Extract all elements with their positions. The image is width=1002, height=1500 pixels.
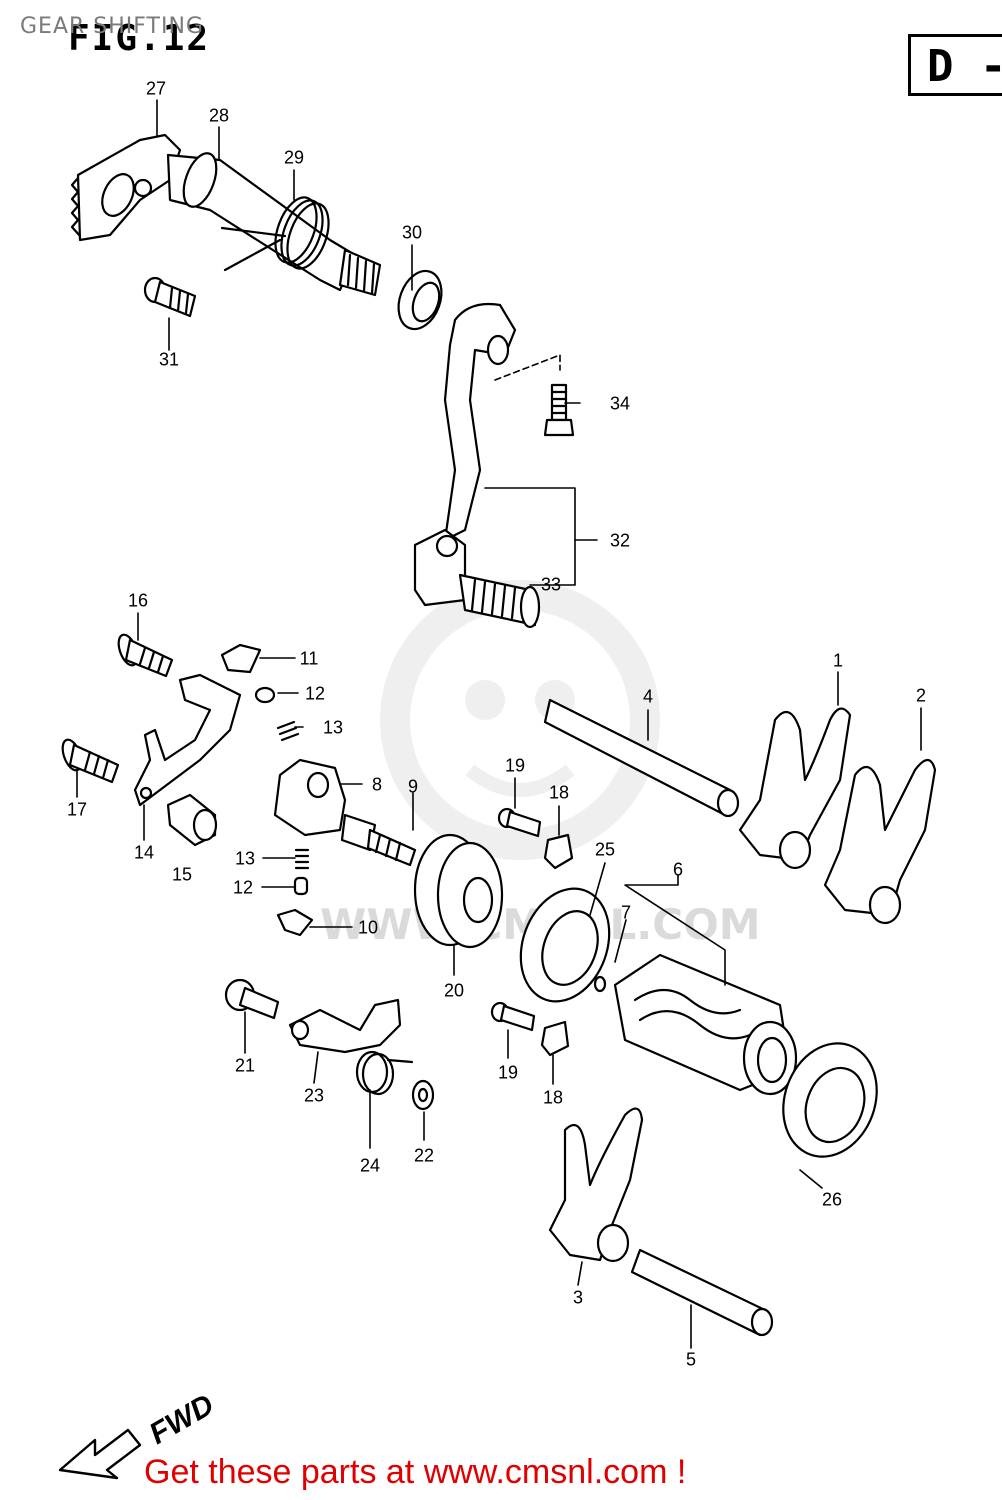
part-12-pin-lower [293, 876, 309, 896]
callout-12-lower: 12 [232, 877, 254, 898]
callout-32: 32 [609, 530, 631, 551]
callout-13-lower: 13 [234, 848, 256, 869]
callout-17: 17 [66, 799, 88, 820]
fwd-arrow-icon [58, 1428, 142, 1480]
callout-13-upper: 13 [322, 717, 344, 738]
part-6-gearshift-cam [613, 953, 798, 1096]
callout-15: 15 [171, 864, 193, 885]
part-33-footrest-rubber [458, 573, 541, 629]
part-23-pawl-lifter [288, 998, 402, 1054]
part-24-spring [355, 1050, 414, 1096]
part-30-oil-seal [397, 269, 443, 331]
callout-28: 28 [208, 105, 230, 126]
section-box: D - [908, 34, 1002, 96]
callout-24: 24 [359, 1155, 381, 1176]
callout-23: 23 [303, 1085, 325, 1106]
callout-30: 30 [401, 222, 423, 243]
callout-34: 34 [609, 393, 631, 414]
part-2-shift-fork [823, 758, 937, 925]
part-4-fork-shaft [543, 698, 740, 818]
callout-10: 10 [357, 917, 379, 938]
part-19-bolt-lower [490, 1001, 536, 1032]
callout-19-upper: 19 [504, 755, 526, 776]
page-title: GEAR SHIFTING [20, 14, 204, 39]
part-16-screw [117, 633, 174, 678]
callout-8: 8 [371, 774, 383, 795]
part-8-gearshift-cam-stopper [273, 758, 347, 837]
callout-25: 25 [594, 839, 616, 860]
callout-16: 16 [127, 590, 149, 611]
part-18-retainer-upper [543, 833, 574, 870]
part-27-shift-arm [70, 133, 182, 242]
part-15-collar [166, 793, 218, 847]
callout-22: 22 [413, 1145, 435, 1166]
callout-3: 3 [572, 1287, 584, 1308]
callout-14: 14 [133, 842, 155, 863]
part-7-pin [593, 975, 607, 993]
callout-5: 5 [685, 1349, 697, 1370]
section-letter: D - [927, 41, 1002, 92]
part-29-return-spring [220, 196, 330, 272]
part-1-shift-fork [738, 707, 852, 870]
watermark-mascot [380, 580, 660, 860]
part-18-retainer-lower [540, 1020, 570, 1057]
callout-18-upper: 18 [548, 782, 570, 803]
part-21-bolt [224, 978, 280, 1020]
part-13-spring-lower [294, 848, 310, 870]
callout-20: 20 [443, 980, 465, 1001]
part-28-shift-shaft [166, 152, 382, 297]
part-9-stopper-bolt [340, 813, 417, 867]
part-20-cam-driven-gear [413, 833, 504, 949]
callout-18-lower: 18 [542, 1087, 564, 1108]
callout-27: 27 [145, 78, 167, 99]
buy-parts-link[interactable]: Get these parts at www.cmsnl.com ! [144, 1453, 687, 1491]
callout-31: 31 [158, 349, 180, 370]
part-32-shift-lever [413, 302, 517, 607]
part-22-washer [411, 1079, 435, 1111]
part-19-bolt-upper [497, 807, 542, 838]
callout-12-upper: 12 [304, 683, 326, 704]
part-17-screw [61, 738, 120, 784]
callout-6: 6 [672, 859, 684, 880]
callout-29: 29 [283, 147, 305, 168]
part-25-bearing [519, 887, 611, 1003]
callout-9: 9 [407, 776, 419, 797]
callout-1: 1 [832, 650, 844, 671]
leader-lines [76, 99, 922, 1349]
callout-26: 26 [821, 1189, 843, 1210]
part-13-spring [276, 720, 300, 742]
callout-33: 33 [540, 574, 562, 595]
callout-11: 11 [299, 648, 319, 669]
callout-2: 2 [915, 685, 927, 706]
callout-4: 4 [642, 686, 654, 707]
callout-19-lower: 19 [497, 1062, 519, 1083]
part-14-stopper-plate [133, 673, 242, 807]
part-34-pinch-bolt [543, 383, 575, 437]
callout-7: 7 [620, 902, 632, 923]
part-3-shift-fork [548, 1107, 644, 1263]
part-31-bolt [143, 276, 197, 318]
callout-21: 21 [234, 1055, 256, 1076]
part-12-pin [254, 686, 276, 704]
part-11-pawl [220, 643, 262, 674]
part-26-bearing [782, 1042, 878, 1158]
figure-label: FIG.12 [68, 18, 211, 59]
part-10-pawl [276, 908, 314, 937]
part-5-fork-shaft [630, 1248, 774, 1337]
